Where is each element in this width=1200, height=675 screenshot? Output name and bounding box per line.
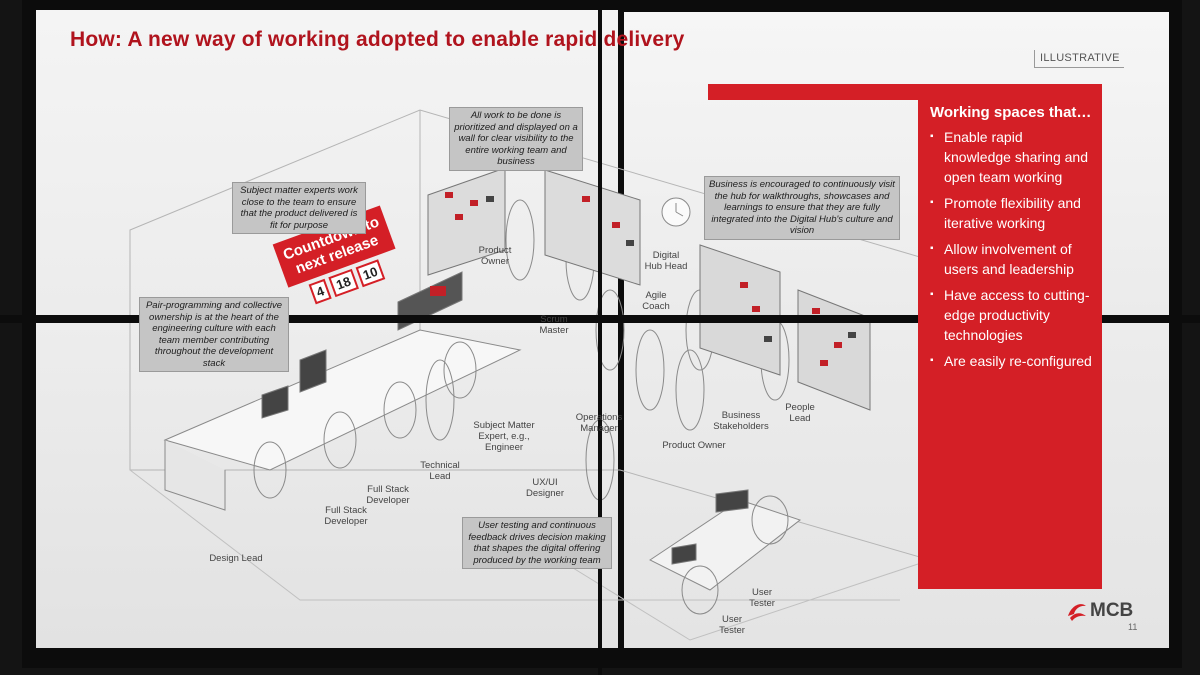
label-agile-coach: Agile Coach xyxy=(642,290,670,312)
label-technical-lead: Technical Lead xyxy=(420,460,460,482)
working-spaces-heading: Working spaces that… xyxy=(930,104,1092,121)
label-digital-hub-head: Digital Hub Head xyxy=(644,250,688,272)
working-spaces-item: Have access to cutting-edge productivity… xyxy=(930,285,1092,345)
label-user-tester: User Tester xyxy=(749,587,775,609)
callout-business-visits: Business is encouraged to continuously v… xyxy=(704,176,900,240)
label-full-stack-developer: Full Stack Developer xyxy=(366,484,410,506)
countdown-digit: 10 xyxy=(355,259,386,288)
label-business-stakeholders: Business Stakeholders xyxy=(713,410,769,432)
countdown-digit: 4 xyxy=(308,278,332,305)
label-scrum-master: Scrum Master xyxy=(539,314,569,336)
label-subject-matter-expert: Subject Matter Expert, e.g., Engineer xyxy=(473,420,535,453)
working-spaces-item: Promote flexibility and iterative workin… xyxy=(930,193,1092,233)
countdown-digit: 18 xyxy=(328,268,359,298)
mcb-logo-text: MCB xyxy=(1090,600,1134,621)
label-product-owner-top: Product Owner xyxy=(478,245,512,267)
working-spaces-item: Are easily re-configured xyxy=(930,351,1092,371)
callout-pair-programming: Pair-programming and collective ownershi… xyxy=(139,297,289,372)
label-product-owner-bottom: Product Owner xyxy=(662,440,726,451)
label-operations-manager: Operations Manager xyxy=(575,412,623,434)
working-spaces-item: Allow involvement of users and leadershi… xyxy=(930,239,1092,279)
label-user-tester: User Tester xyxy=(719,614,745,636)
working-spaces-item: Enable rapid knowledge sharing and open … xyxy=(930,127,1092,187)
page-number: 11 xyxy=(1128,622,1138,632)
label-ux-ui-designer: UX/UI Designer xyxy=(525,477,565,499)
callout-subject-experts: Subject matter experts work close to the… xyxy=(232,182,366,234)
label-design-lead: Design Lead xyxy=(209,553,263,564)
working-spaces-panel: Working spaces that… Enable rapid knowle… xyxy=(918,84,1102,589)
illustrative-tag: ILLUSTRATIVE xyxy=(1034,50,1124,68)
slide-title: How: A new way of working adopted to ena… xyxy=(70,28,685,51)
callout-work-wall: All work to be done is prioritized and d… xyxy=(449,107,583,171)
callout-user-testing: User testing and continuous feedback dri… xyxy=(462,517,612,569)
label-full-stack-developer: Full Stack Developer xyxy=(324,505,368,527)
label-people-lead: People Lead xyxy=(785,402,815,424)
mcb-logo-icon xyxy=(1068,604,1086,621)
mcb-logo: MCB xyxy=(1066,600,1133,622)
